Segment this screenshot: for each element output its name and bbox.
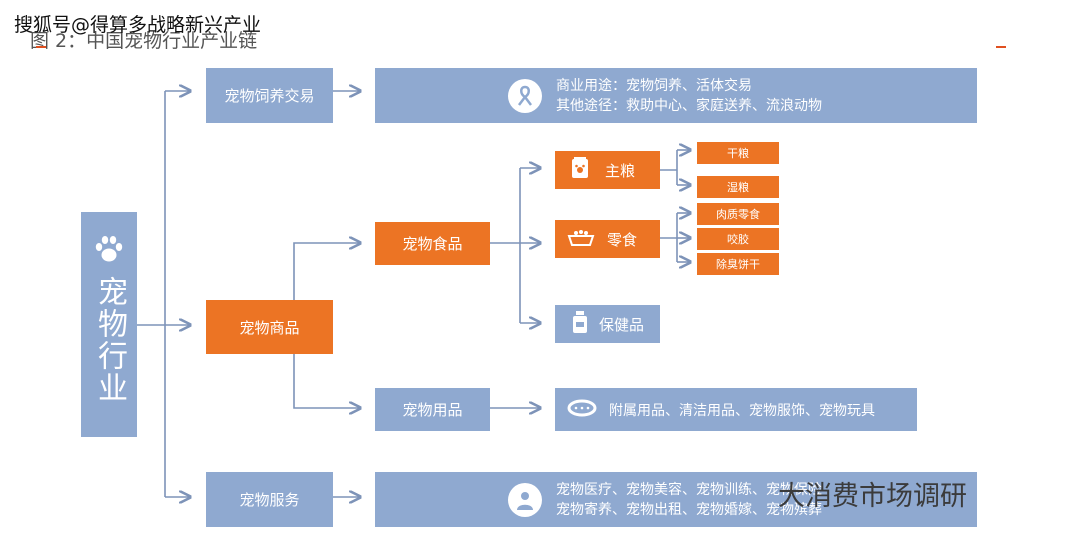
service-detail-line2: 宠物寄养、宠物出租、宠物婚嫁、宠物殡葬	[556, 501, 822, 518]
supplies-detail-text: 附属用品、清洁用品、宠物服饰、宠物玩具	[609, 402, 875, 419]
staple-item-dry: 干粮	[697, 142, 779, 164]
service-detail-line1: 宠物医疗、宠物美容、宠物训练、宠物保险	[556, 481, 822, 498]
goods-box: 宠物商品	[206, 300, 333, 354]
supplies-box: 宠物用品	[375, 388, 490, 431]
staple-item-wet: 湿粮	[697, 176, 779, 198]
red-mark-right	[996, 46, 1006, 48]
service-box: 宠物服务	[206, 472, 333, 527]
root-label: 宠物行业	[92, 276, 127, 404]
trade-box: 宠物饲养交易	[206, 68, 333, 123]
trade-detail-line1: 商业用途：宠物饲养、活体交易	[556, 77, 752, 94]
snack-item-chew: 咬胶	[697, 228, 779, 250]
collar-icon	[567, 398, 597, 422]
snack-item-biscuit: 除臭饼干	[697, 253, 779, 275]
root-box: 宠物行业	[81, 212, 137, 437]
bottle-icon	[571, 310, 589, 338]
snack-label: 零食	[607, 230, 638, 249]
bottom-watermark: 大消费市场调研	[778, 481, 967, 512]
food-bag-icon	[569, 156, 591, 184]
top-watermark: 搜狐号@得算多战略新兴产业	[14, 14, 262, 36]
staple-label: 主粮	[605, 161, 636, 180]
health-label: 保健品	[599, 315, 645, 334]
staple-box: 主粮	[555, 151, 660, 189]
doctor-icon	[508, 482, 542, 517]
supplies-detail-box: 附属用品、清洁用品、宠物服饰、宠物玩具	[555, 388, 917, 431]
red-mark-left	[36, 46, 46, 48]
food-box: 宠物食品	[375, 222, 490, 265]
health-box: 保健品	[555, 305, 660, 343]
trade-detail-line2: 其他途径：救助中心、家庭送养、流浪动物	[556, 97, 822, 114]
ribbon-icon	[508, 78, 542, 113]
service-detail-box: 宠物医疗、宠物美容、宠物训练、宠物保险 宠物寄养、宠物出租、宠物婚嫁、宠物殡葬	[375, 472, 977, 527]
snack-box: 零食	[555, 220, 660, 258]
paw-icon	[93, 234, 125, 268]
trade-detail-box: 商业用途：宠物饲养、活体交易 其他途径：救助中心、家庭送养、流浪动物	[375, 68, 977, 123]
bowl-icon	[567, 227, 595, 251]
figure-title: 图 2：中国宠物行业产业链	[30, 30, 258, 52]
snack-item-meat: 肉质零食	[697, 203, 779, 225]
